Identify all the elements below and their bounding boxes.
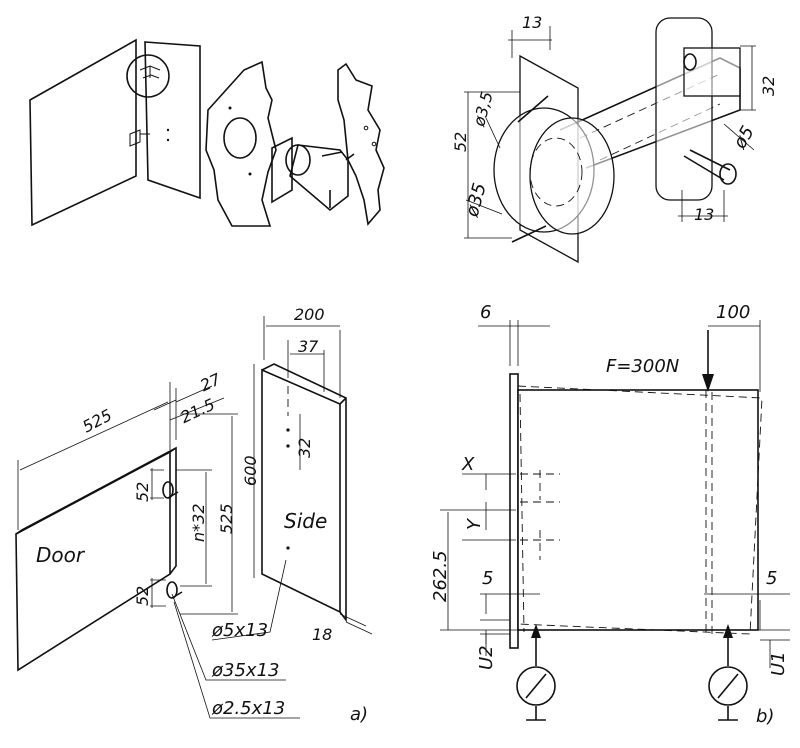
dim-n32: n*32 — [189, 504, 208, 543]
side-label: Side — [284, 509, 327, 533]
b-side-panel — [509, 373, 519, 649]
b-door-panel — [517, 389, 759, 631]
door-panel-sketch — [29, 38, 137, 227]
hinge-front-plate — [655, 17, 713, 201]
gauge-right — [708, 666, 748, 706]
detail-dim-32: 32 — [759, 76, 778, 96]
force-label: F=300N — [606, 356, 679, 377]
detail-dim-13-bottom: 13 — [694, 205, 714, 224]
dim-525-width: 525 — [79, 405, 115, 436]
dim-200: 200 — [294, 305, 325, 324]
exploded-assembly — [29, 38, 385, 227]
detail-callout-circle — [126, 54, 170, 98]
x-label: X — [461, 454, 475, 475]
wall-panel-a — [205, 60, 277, 227]
dim-37: 37 — [298, 337, 319, 356]
dim-600: 600 — [241, 455, 260, 486]
dim-5-left: 5 — [482, 568, 493, 589]
deformed-outline — [517, 385, 763, 635]
mount-plate — [271, 136, 293, 204]
dim-27: 27 — [197, 369, 224, 395]
dim-262-5: 262.5 — [430, 550, 451, 602]
side-panel — [261, 368, 341, 614]
detail-dim-35: ø35 — [461, 181, 490, 220]
dim-6: 6 — [480, 302, 491, 323]
detail-dim-13-top: 13 — [522, 13, 542, 32]
dim-21-5: 21.5 — [178, 395, 218, 427]
dim-5-right: 5 — [766, 568, 777, 589]
side-panel-sketch — [144, 41, 201, 200]
dim-52-top: 52 — [133, 482, 152, 502]
caption-a: a) — [350, 704, 368, 725]
hole-5x13: ø5x13 — [211, 620, 268, 641]
hinge-detail: 13 ø3,5 52 ø35 32 ø5 13 — [451, 13, 778, 264]
hole-2-5x13: ø2.5x13 — [211, 698, 285, 719]
hinge-arm — [289, 144, 349, 212]
u1-label: U1 — [768, 651, 789, 676]
hinge-bottom-icon — [129, 129, 150, 147]
small-pins — [511, 95, 549, 243]
detail-dim-3-5: ø3,5 — [469, 89, 497, 129]
cup-hole — [223, 117, 257, 159]
caption-b: b) — [756, 706, 774, 727]
drawing-b: 6 100 F=300N X Y 262.5 5 5 U2 U1 b) — [430, 302, 790, 727]
dim-52-bottom: 52 — [133, 586, 152, 606]
hinge-cup-inner — [529, 117, 615, 235]
gauge-left — [516, 666, 556, 706]
hole-35x13: ø35x13 — [211, 660, 279, 681]
dim-32: 32 — [295, 438, 314, 458]
wall-panel-b — [337, 62, 385, 226]
drawing-a: 525 27 21.5 52 52 n*32 525 600 200 37 32… — [15, 305, 373, 725]
dim-18: 18 — [312, 625, 332, 644]
detail-dim-5: ø5 — [729, 122, 759, 153]
detail-dim-52: 52 — [451, 132, 470, 152]
dim-525-height: 525 — [217, 503, 236, 534]
door-label: Door — [36, 543, 86, 567]
dim-100: 100 — [716, 302, 750, 323]
hinge-detail-icon — [139, 65, 161, 79]
y-label: Y — [464, 517, 485, 530]
u2-label: U2 — [476, 645, 497, 670]
